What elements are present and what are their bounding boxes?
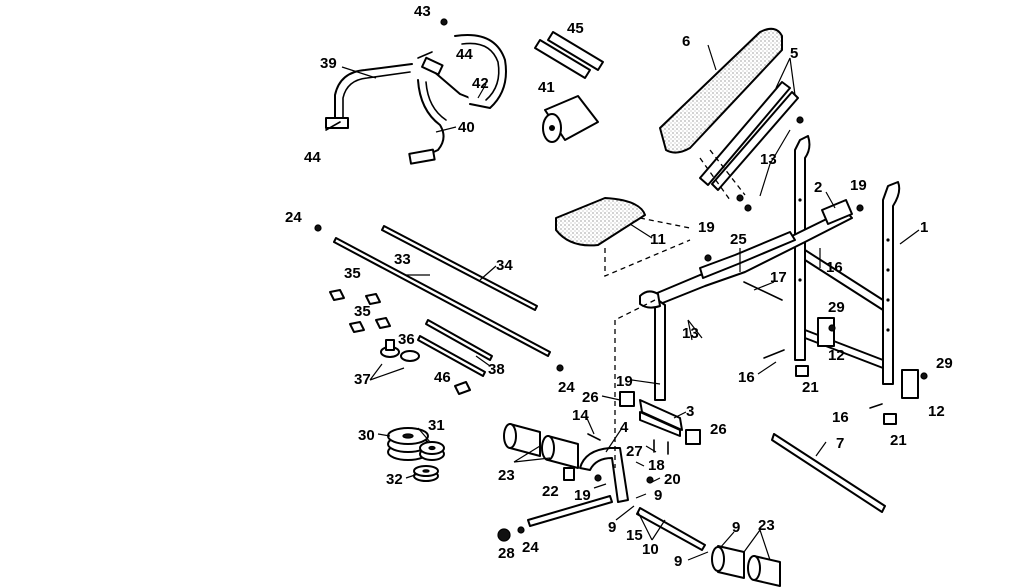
weight-plates: [387, 427, 445, 482]
back-pad-6: [659, 27, 783, 154]
callout-9: 9: [654, 487, 662, 504]
callout-labels: 43 44 45 6 5 39 42 41 40 44 13 2 19 1 24…: [285, 3, 953, 570]
callout-24: 24: [558, 379, 575, 396]
callout-27: 27: [626, 443, 643, 460]
callout-44: 44: [456, 46, 473, 63]
callout-22: 22: [542, 483, 559, 500]
back-rails-5: [699, 81, 799, 201]
dumbbell-handles-38: [417, 319, 493, 377]
callout-21: 21: [890, 432, 907, 449]
callout-19: 19: [616, 373, 633, 390]
callout-11: 11: [650, 231, 666, 248]
callout-12: 12: [828, 347, 845, 364]
callout-36: 36: [398, 331, 415, 348]
callout-38: 38: [488, 361, 505, 378]
callout-37: 37: [354, 371, 371, 388]
callout-12: 12: [928, 403, 945, 420]
callout-19: 19: [850, 177, 867, 194]
callout-45: 45: [567, 20, 584, 37]
curl-bar-assembly: [325, 34, 507, 165]
callout-19: 19: [574, 487, 591, 504]
callout-9: 9: [732, 519, 740, 536]
callout-31: 31: [428, 417, 445, 434]
callout-13: 13: [760, 151, 777, 168]
hardware: [314, 18, 928, 542]
callout-13: 13: [682, 325, 699, 342]
callout-29: 29: [828, 299, 845, 316]
callout-26: 26: [710, 421, 727, 438]
callout-20: 20: [664, 471, 681, 488]
callout-30: 30: [358, 427, 375, 444]
callout-29: 29: [936, 355, 953, 372]
callout-35: 35: [344, 265, 361, 282]
callout-6: 6: [682, 33, 690, 50]
main-frame: [639, 135, 901, 401]
callout-5: 5: [790, 45, 798, 62]
callout-3: 3: [686, 403, 694, 420]
seat-pad-11: [555, 197, 691, 277]
callout-14: 14: [572, 407, 589, 424]
foam-rollers-23: [503, 423, 781, 587]
callout-2: 2: [814, 179, 822, 196]
callout-19: 19: [698, 219, 715, 236]
callout-43: 43: [414, 3, 431, 20]
callout-21: 21: [802, 379, 819, 396]
callout-44: 44: [304, 149, 321, 166]
bracket-3: [639, 399, 683, 437]
callout-32: 32: [386, 471, 403, 488]
leg-tube-4: [579, 447, 629, 503]
callout-33: 33: [394, 251, 411, 268]
assembly-guides: [614, 299, 656, 468]
callout-9: 9: [674, 553, 682, 570]
callout-15: 15: [626, 527, 643, 544]
callout-1: 1: [920, 219, 928, 236]
leader-lines: [341, 44, 920, 561]
callout-23: 23: [498, 467, 515, 484]
callout-17: 17: [770, 269, 787, 286]
callout-42: 42: [472, 75, 489, 92]
callout-26: 26: [582, 389, 599, 406]
callout-40: 40: [458, 119, 475, 136]
callout-16: 16: [832, 409, 849, 426]
callout-4: 4: [620, 419, 629, 436]
callout-16: 16: [738, 369, 755, 386]
lower-bars-10: [527, 495, 706, 551]
long-bar-7: [771, 433, 886, 513]
callout-9: 9: [608, 519, 616, 536]
callout-24: 24: [522, 539, 539, 556]
callout-18: 18: [648, 457, 665, 474]
foam-rollers-45: [534, 31, 604, 79]
callout-7: 7: [836, 435, 844, 452]
callout-24: 24: [285, 209, 302, 226]
callout-34: 34: [496, 257, 513, 274]
barbell-bars: [333, 225, 551, 357]
roller-pad-41: [542, 95, 599, 143]
callout-28: 28: [498, 545, 515, 562]
callout-46: 46: [434, 369, 451, 386]
callout-23: 23: [758, 517, 775, 534]
callout-35: 35: [354, 303, 371, 320]
callout-16: 16: [826, 259, 843, 276]
callout-41: 41: [538, 79, 555, 96]
callout-39: 39: [320, 55, 337, 72]
callout-10: 10: [642, 541, 659, 558]
callout-25: 25: [730, 231, 747, 248]
